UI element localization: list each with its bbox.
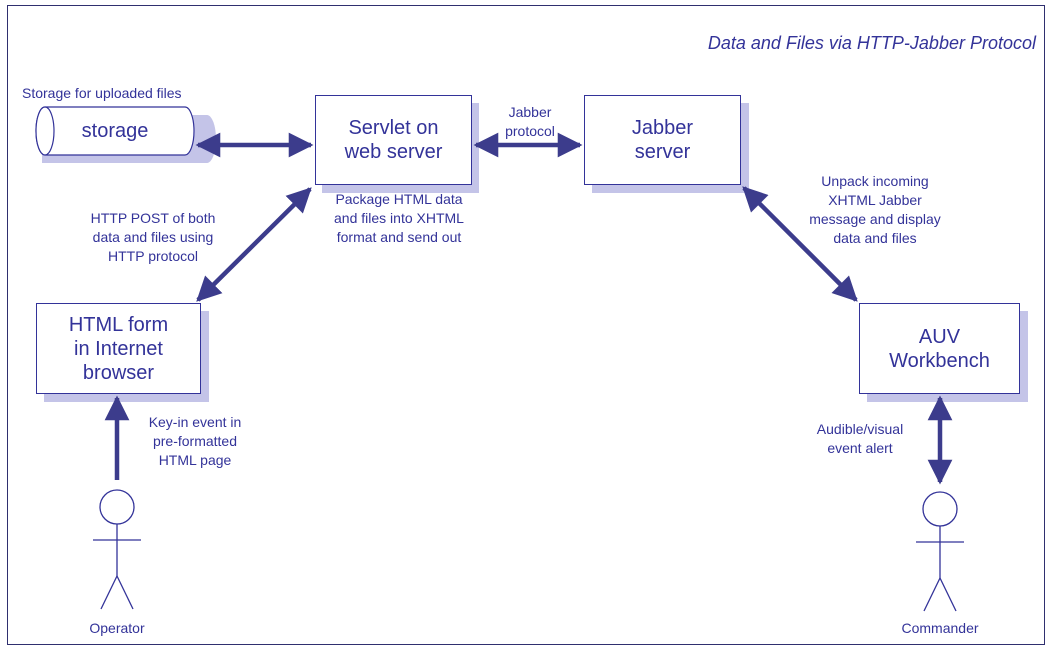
unpack-line-1: Unpack incoming: [821, 173, 929, 189]
servlet-node: Servlet on web server: [315, 95, 472, 185]
keyin-line-1: Key-in event in: [148, 414, 242, 430]
http-post-line-2: data and files using: [92, 229, 214, 245]
alert-line-2: event alert: [827, 440, 893, 456]
storage-label: storage: [81, 120, 149, 142]
package-line-1: Package HTML data: [335, 191, 463, 207]
http-post-line-1: HTTP POST of both: [90, 210, 216, 226]
jabber-server-node: Jabber server: [584, 95, 741, 185]
jabber-protocol-label: Jabber protocol: [490, 103, 570, 141]
auv-workbench-node: AUV Workbench: [859, 303, 1020, 394]
jabber-protocol-line-2: protocol: [505, 123, 555, 139]
diagram-frame: [7, 5, 1045, 645]
package-line-3: format and send out: [336, 229, 462, 245]
keyin-label: Key-in event in pre-formatted HTML page: [130, 413, 260, 470]
jabber-line-2: server: [634, 141, 691, 163]
unpack-label: Unpack incoming XHTML Jabber message and…: [800, 172, 950, 248]
diagram-title: Data and Files via HTTP-Jabber Protocol: [707, 33, 1036, 53]
alert-line-1: Audible/visual: [816, 421, 904, 437]
package-label: Package HTML data and files into XHTML f…: [318, 190, 480, 247]
html-form-node: HTML form in Internet browser: [36, 303, 201, 394]
arrow-jabber-auv: [742, 186, 858, 302]
commander-label: Commander: [901, 620, 979, 636]
http-post-label: HTTP POST of both data and files using H…: [72, 209, 234, 266]
operator-actor-icon: [93, 489, 141, 610]
package-line-2: and files into XHTML: [334, 210, 464, 226]
unpack-line-2: XHTML Jabber: [828, 192, 922, 208]
unpack-line-4: data and files: [833, 230, 917, 246]
alert-label: Audible/visual event alert: [800, 420, 920, 458]
html-form-line-1: HTML form: [68, 313, 169, 336]
storage-cylinder-icon: [35, 106, 195, 156]
auv-line-2: Workbench: [889, 349, 990, 372]
operator-label: Operator: [89, 620, 145, 636]
arrow-form-servlet: [196, 187, 312, 302]
html-form-line-3: browser: [82, 361, 155, 384]
servlet-line-2: web server: [344, 141, 443, 163]
html-form-line-2: in Internet: [74, 337, 163, 360]
http-post-line-3: HTTP protocol: [108, 248, 198, 264]
commander-actor-icon: [916, 491, 964, 612]
auv-line-1: AUV: [918, 325, 961, 348]
jabber-protocol-line-1: Jabber: [508, 104, 552, 120]
unpack-line-3: message and display: [809, 211, 941, 227]
storage-caption: Storage for uploaded files: [22, 85, 182, 101]
keyin-line-2: pre-formatted: [152, 433, 238, 449]
keyin-line-3: HTML page: [158, 452, 232, 468]
servlet-line-1: Servlet on: [348, 117, 439, 139]
jabber-line-1: Jabber: [631, 117, 694, 139]
